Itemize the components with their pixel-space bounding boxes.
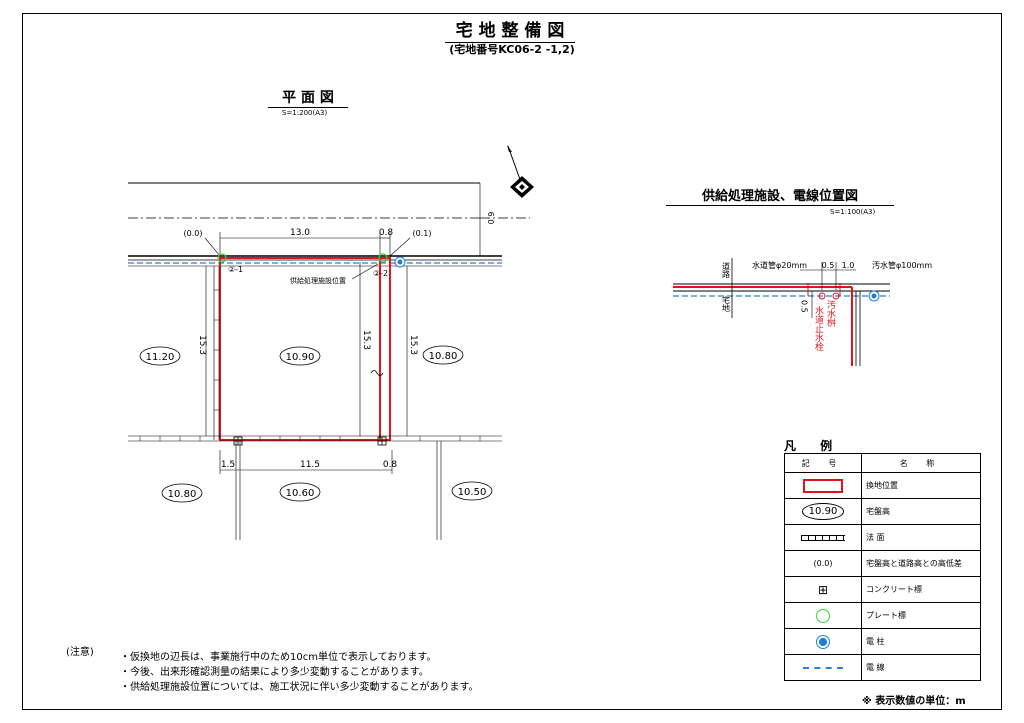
legend-row: 換地位置: [784, 472, 981, 499]
svg-text:11.20: 11.20: [146, 352, 175, 363]
sewer-pipe-label: 汚水管φ100mm: [872, 260, 932, 270]
svg-text:10.90: 10.90: [286, 352, 315, 363]
note-item: ・供給処理施設位置については、施工状況に伴い多少変動することがあります。: [120, 682, 479, 693]
legend-row: 電 線: [784, 654, 981, 681]
lot-right-outline: [379, 257, 391, 441]
facility-label: 供給処理施設位置: [290, 276, 346, 285]
utility-pole-icon: [816, 634, 830, 649]
note-item: ・仮換地の辺長は、事業施行中のため10cm単位で表示しております。: [120, 652, 437, 663]
plate-marker-icon: [378, 253, 388, 263]
lot-left-id: ②-1: [228, 265, 243, 274]
legend-row: (0.0) 宅盤高と道路高との高低差: [784, 550, 981, 577]
supply-diagram: [673, 258, 890, 366]
dim-c: 0.5: [800, 300, 809, 313]
north-arrow-icon: [507, 145, 534, 198]
supply-road-label: 道路: [722, 261, 731, 278]
dim-bottom-main: 11.5: [300, 460, 320, 470]
dim-top-small: 0.8: [379, 228, 394, 238]
slope-left: [213, 266, 220, 440]
supply-scale: S=1:100(A3): [830, 208, 876, 216]
plate-marker-icon: [816, 608, 830, 623]
elevation-bottom-center: 10.60: [279, 482, 321, 502]
slope-icon: [801, 534, 845, 541]
elevation-ellipse-icon: 10.90: [801, 503, 845, 520]
legend-col-symbol: 記 号: [784, 453, 862, 473]
svg-text:10.80: 10.80: [429, 351, 458, 362]
supply-lot-label: 宅地: [722, 295, 731, 312]
plate-marker-icon: [217, 253, 227, 263]
slope-bottom: [128, 435, 502, 442]
unit-note: ※ 表示数値の単位：m: [862, 696, 966, 707]
drawing-frame: [22, 13, 1002, 710]
depth-left: 15.3: [197, 335, 207, 355]
legend-col-name: 名 称: [861, 453, 981, 473]
legend-row: 電 柱: [784, 628, 981, 655]
origin-left-label: (0.0): [184, 229, 203, 238]
legend-row: ⊞ コンクリート標: [784, 576, 981, 603]
dim-top-main: 13.0: [290, 228, 310, 238]
elevation-right: 10.80: [422, 345, 464, 365]
supply-title: 供給処理施設、電線位置図: [666, 190, 894, 206]
legend-row: プレート標: [784, 602, 981, 629]
dim-b: 1.0: [842, 261, 855, 270]
plan-title: 平 面 図: [268, 91, 348, 108]
legend-table: 記 号 名 称 換地位置 10.90 宅盤高 法 面 (0.0) 宅盤高と道路高…: [784, 453, 981, 681]
plan-scale: S=1:200(A3): [282, 109, 328, 117]
elevation-center: 10.90: [279, 346, 321, 366]
road-width-label: 6.0: [486, 212, 495, 225]
depth-mid: 15.3: [361, 330, 371, 350]
elevation-bottom-left: 10.80: [161, 483, 203, 503]
lot-left-outline: [219, 257, 381, 441]
concrete-marker-icon: ⊞: [817, 582, 829, 597]
elevation-left: 11.20: [139, 346, 181, 366]
svg-text:10.50: 10.50: [458, 487, 487, 498]
dim-a: 0.5: [822, 261, 835, 270]
depth-right: 15.3: [408, 335, 418, 355]
lot-outline-icon: [803, 478, 843, 493]
water-pipe-label: 水道管φ20mm: [752, 260, 807, 270]
svg-text:10.60: 10.60: [286, 488, 315, 499]
legend-title: 凡 例: [784, 439, 843, 453]
concrete-marker-icon: [233, 436, 387, 446]
notes-label: (注意): [66, 647, 94, 658]
dim-bottom-left: 1.5: [221, 460, 235, 470]
sewer-basin-label: 汚水桝: [825, 299, 836, 328]
power-line-icon: [803, 666, 843, 669]
dim-bottom-right: 0.8: [383, 460, 398, 470]
elevation-bottom-right: 10.50: [451, 481, 493, 501]
origin-right-label: (0.1): [413, 229, 432, 238]
drawing-subtitle: (宅地番号KC06-2 -1,2): [449, 43, 575, 56]
legend-row: 10.90 宅盤高: [784, 498, 981, 525]
svg-text:10.80: 10.80: [168, 489, 197, 500]
drawing-title: 宅 地 整 備 図: [445, 23, 575, 43]
legend-row: 法 面: [784, 524, 981, 551]
lot-right-id: ②-2: [373, 269, 388, 278]
notes-list: ・仮換地の辺長は、事業施行中のため10cm単位で表示しております。 ・今後、出来…: [120, 648, 479, 693]
water-valve-label: 水道止水栓: [813, 305, 824, 352]
note-item: ・今後、出来形確認測量の結果により多少変動することがあります。: [120, 667, 429, 678]
